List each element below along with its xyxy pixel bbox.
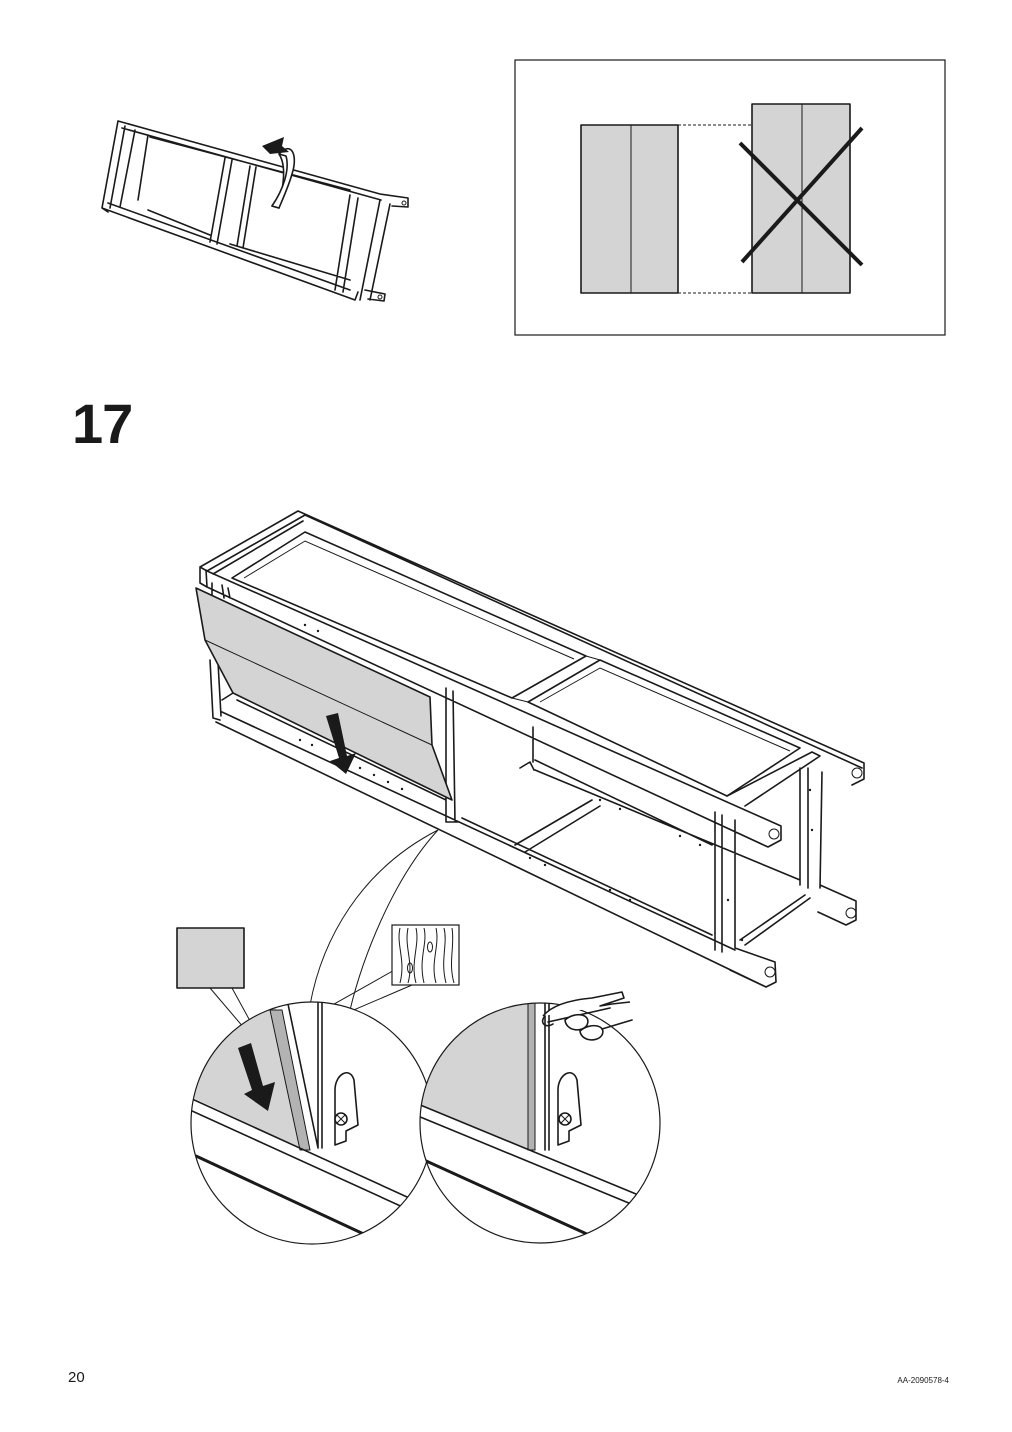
detail-circle-insert	[190, 1001, 434, 1245]
height-guide-lines	[678, 124, 752, 294]
panel-edge	[527, 1003, 536, 1151]
detail-circle-pressed	[419, 1002, 661, 1244]
step-number: 17	[72, 392, 133, 455]
rail-end-hole	[845, 907, 857, 919]
cam-bracket	[334, 1072, 359, 1146]
page-number: 20	[68, 1369, 85, 1386]
rail-end-hole	[851, 767, 863, 779]
top-shelf-inner-lines	[243, 540, 791, 752]
hand-pointing-icon	[541, 991, 633, 1041]
rail-end-hole	[764, 966, 776, 978]
document-code: AA-2090578-4	[897, 1376, 949, 1385]
flipped-frame-hole	[377, 294, 383, 300]
gray-side-swatch	[176, 927, 245, 989]
tv-bench-frame-illustration	[195, 510, 865, 988]
back-panel-fold	[204, 639, 433, 746]
curved-arrow-icon	[262, 137, 296, 209]
hint-box-border	[514, 59, 946, 336]
orientation-hint-box	[514, 59, 946, 336]
flipped-frame-hole	[401, 200, 407, 206]
down-arrow-icon	[326, 713, 356, 774]
flipped-frame-illustration	[101, 120, 409, 302]
wood-grain-icon	[391, 924, 460, 986]
flipped-frame-outline	[101, 120, 409, 302]
down-arrow-icon	[238, 1043, 275, 1111]
cam-bracket	[557, 1072, 582, 1146]
frame-lines	[199, 510, 865, 988]
panel-edge	[269, 1009, 311, 1151]
rail-screw-holes	[298, 623, 814, 942]
rail-end-hole	[768, 828, 780, 840]
correct-panel	[580, 124, 679, 294]
cross-mark-icon	[738, 126, 864, 267]
detail-circle-pressed-border	[419, 1002, 661, 1244]
back-panel-being-inserted	[195, 587, 453, 801]
top-shelf-right	[527, 659, 801, 797]
